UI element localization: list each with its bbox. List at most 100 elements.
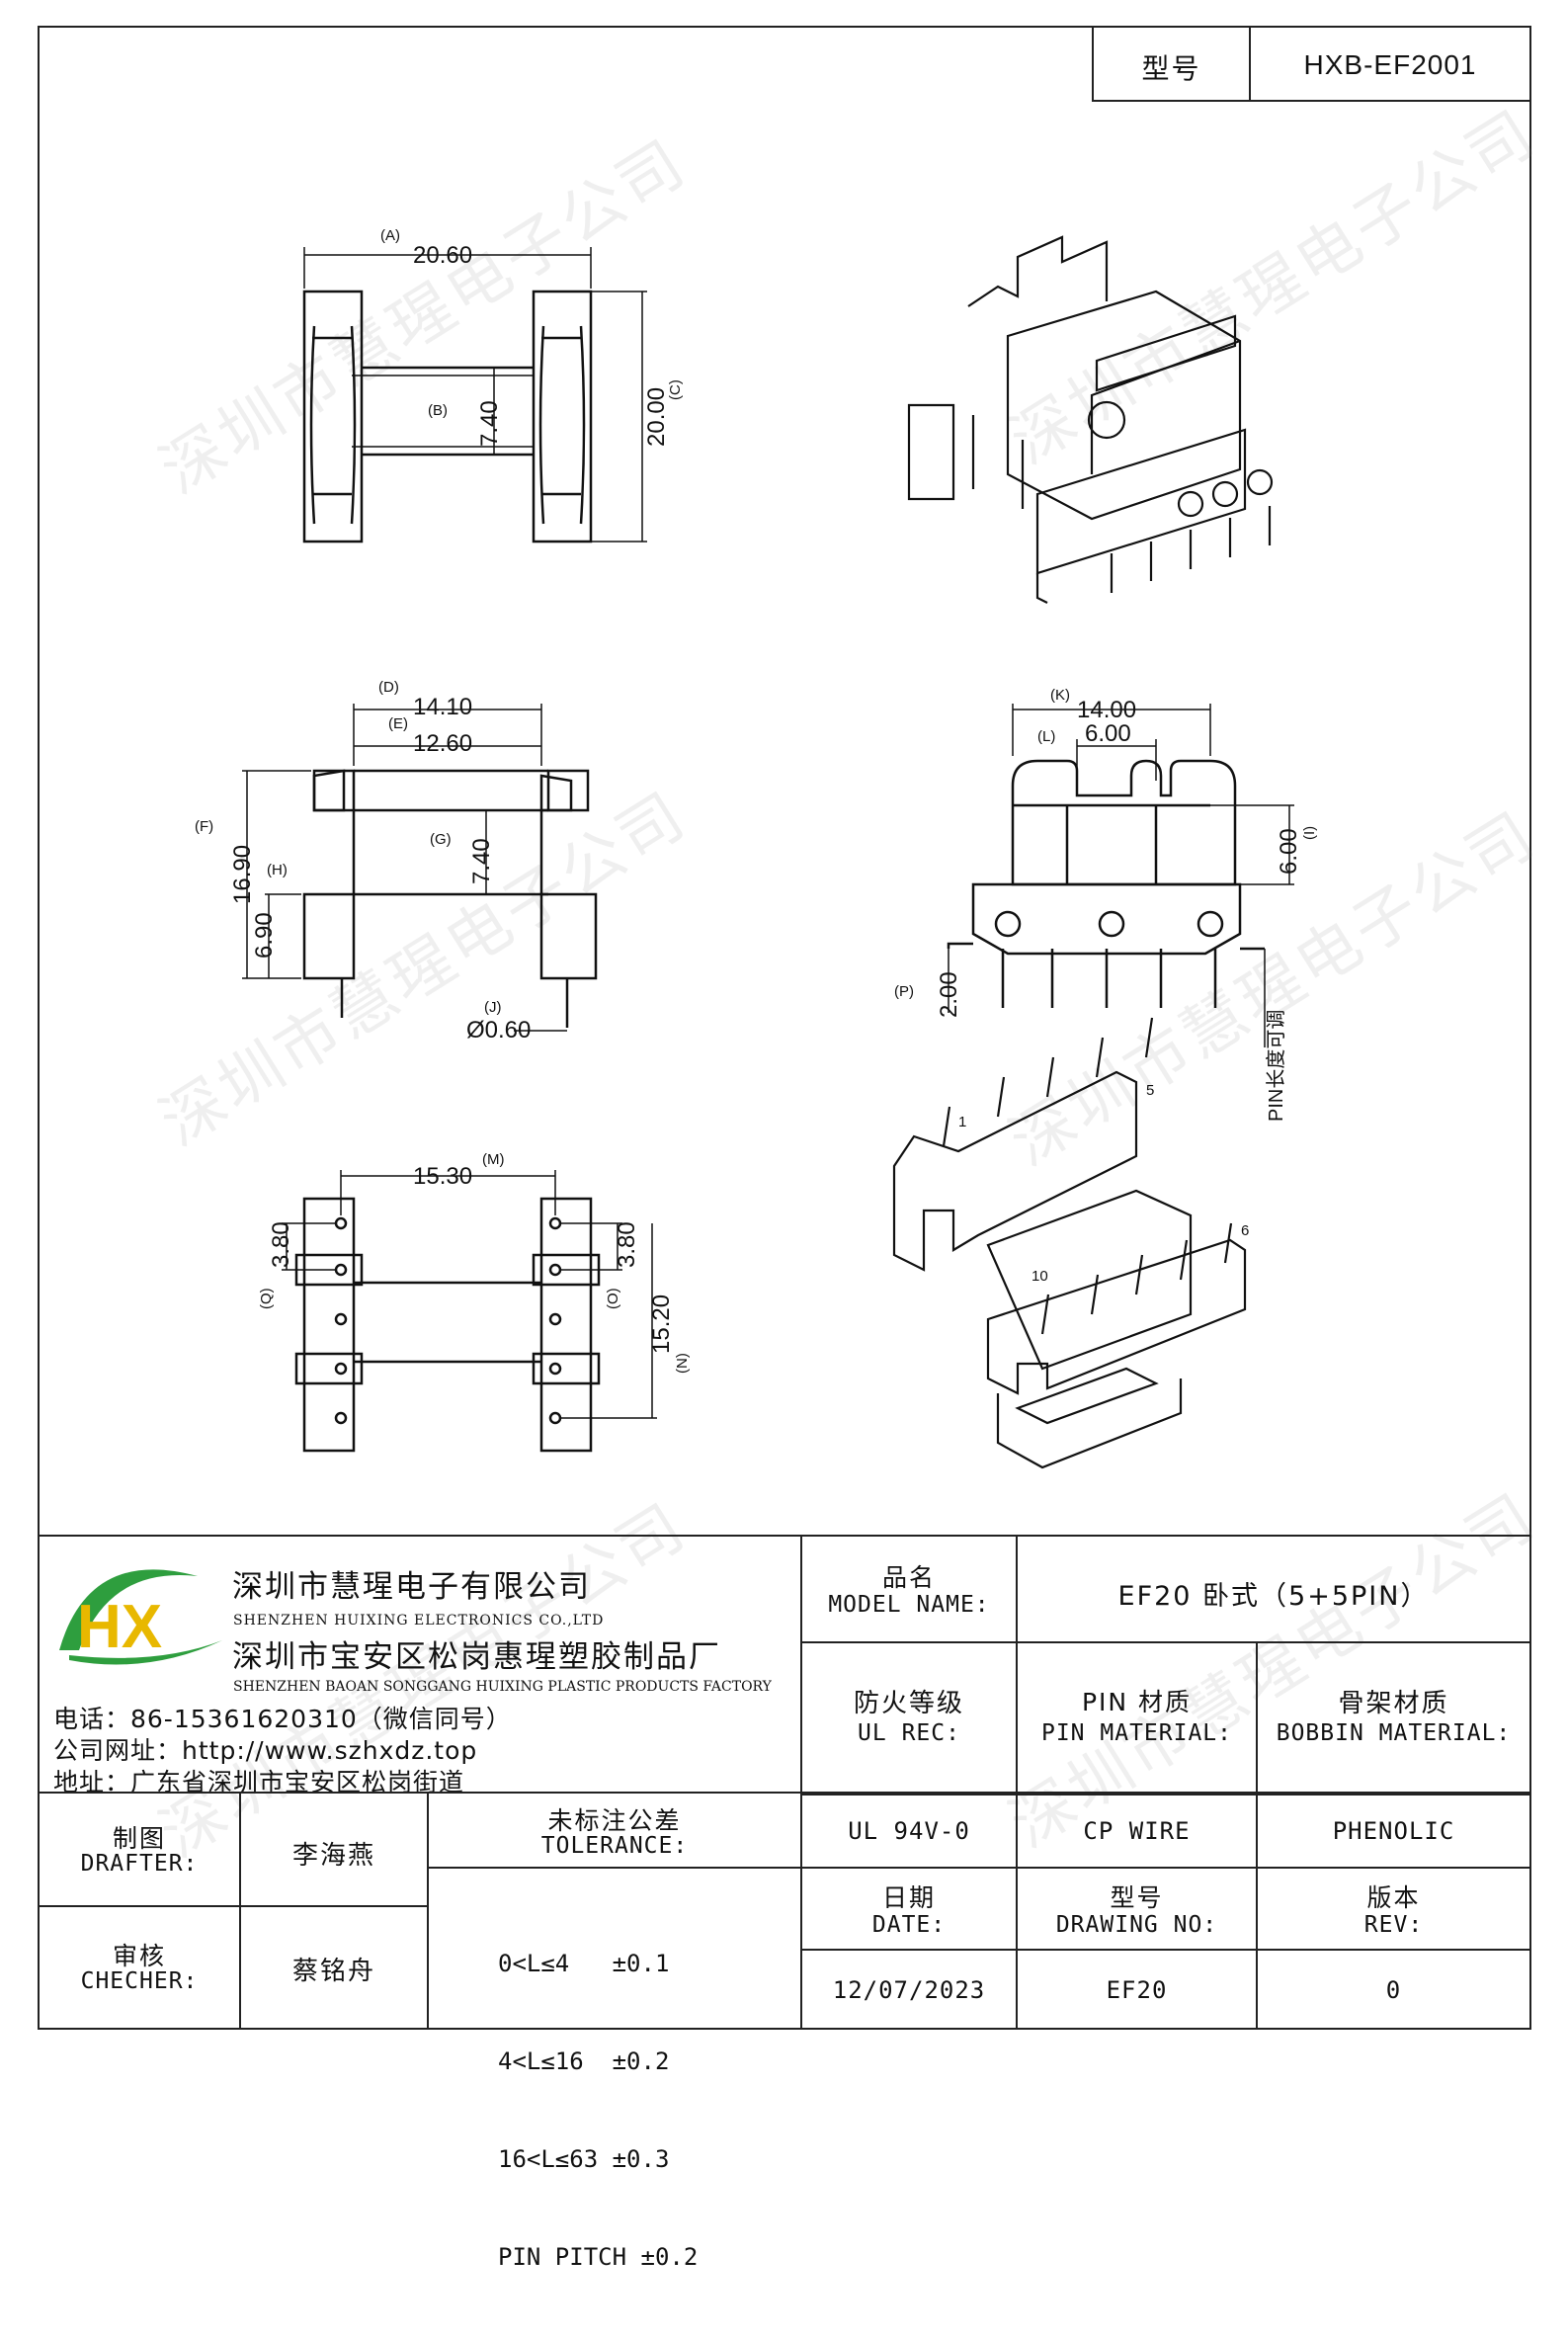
company-website: 公司网址：http://www.szhxdz.top [53,1736,478,1765]
pin-length-note: PIN长度可调 [1265,1010,1287,1122]
dim-n-value: 15.20 [648,1295,675,1354]
rev-en: REV: [1363,1912,1424,1938]
model-value-cell: HXB-EF2001 [1249,26,1531,102]
tolerance-line: 4<L≤16 ±0.2 [498,2047,670,2075]
logo-text: HX [77,1593,162,1661]
dim-m-label: (M) [482,1151,505,1168]
dim-q-value: 3.80 [268,1221,294,1268]
rev-value: 0 [1385,1976,1402,2004]
dim-g-value: 7.40 [468,838,495,884]
top-view [302,247,647,543]
company-name-cn: 深圳市慧瑆电子有限公司 [232,1569,591,1605]
rev-label-cell: 版本 REV: [1256,1867,1531,1951]
tolerance-cn: 未标注公差 [547,1806,682,1835]
dim-j-value: Ø0.60 [466,1017,531,1044]
dim-i-label: (I) [1301,826,1318,840]
date-label-cell: 日期 DATE: [800,1867,1018,1951]
drafter-value: 李海燕 [291,1841,375,1871]
factory-name-cn: 深圳市宝安区松岗惠瑆塑胶制品厂 [232,1639,721,1675]
checker-cn: 审核 [112,1942,166,1970]
iso-view-top [907,235,1274,604]
ul-label-cell: 防火等级 UL REC: [800,1641,1018,1796]
dim-n-label: (N) [674,1353,691,1374]
bobbin-material-label-cell: 骨架材质 BOBBIN MATERIAL: [1256,1641,1531,1796]
ul-value-cell: UL 94V-0 [800,1792,1018,1869]
dim-h-label: (H) [267,862,288,878]
dim-k-label: (K) [1050,687,1070,704]
company-phone: 电话：86-15361620310（微信同号） [53,1705,512,1733]
pin-1-label: 1 [958,1114,966,1130]
pin-material-cn: PIN 材质 [1081,1688,1193,1716]
pin-material-value: CP WIRE [1083,1817,1191,1845]
dim-j-label: (J) [484,999,502,1016]
tolerance-line: 16<L≤63 ±0.3 [498,2145,670,2173]
pin-material-label-cell: PIN 材质 PIN MATERIAL: [1016,1641,1258,1796]
dim-i-value: 6.00 [1276,828,1302,875]
company-logo: HX [59,1569,222,1665]
dim-m-value: 15.30 [413,1163,472,1190]
dim-f-label: (F) [195,818,213,835]
company-name-en: SHENZHEN HUIXING ELECTRONICS CO.,LTD [233,1613,605,1629]
drawing-no-cn: 型号 [1110,1883,1164,1912]
tolerance-en: TOLERANCE: [540,1833,689,1859]
rev-cn: 版本 [1366,1883,1421,1912]
tolerance-list: 0<L≤4 ±0.1 4<L≤16 ±0.2 16<L≤63 ±0.3 PIN … [498,1882,698,2339]
dim-e-value: 12.60 [413,730,472,757]
company-block: HX 深圳市慧瑆电子有限公司 SHENZHEN HUIXING ELECTRON… [38,1535,802,1796]
model-name-value-cell: EF20 卧式（5+5PIN） [1016,1535,1531,1643]
drafter-en: DRAFTER: [80,1851,199,1877]
model-name-cn: 品名 [881,1563,936,1592]
pin-material-value-cell: CP WIRE [1016,1792,1258,1869]
technical-drawing: (A) 20.60 (B) 7.40 20.00 (C) [195,227,1318,1469]
ul-cn: 防火等级 [853,1689,964,1718]
dim-q-label: (Q) [258,1288,275,1309]
side-view [947,704,1294,1047]
front-view [242,704,598,1032]
model-value: HXB-EF2001 [1303,49,1477,80]
checker-en: CHECHER: [80,1968,199,1994]
dim-k-value: 14.00 [1077,697,1136,723]
tolerance-line: 0<L≤4 ±0.1 [498,1950,670,1977]
bottom-view [282,1170,657,1453]
date-cn: 日期 [881,1883,936,1912]
dim-b-value: 7.40 [476,400,503,447]
model-name-en: MODEL NAME: [828,1592,990,1618]
pin-6-label: 6 [1241,1222,1249,1239]
dim-d-label: (D) [378,679,399,696]
drawing-no-value: EF20 [1106,1976,1168,2004]
dim-p-value: 2.00 [936,971,962,1018]
dim-a-value: 20.60 [413,242,472,269]
bobbin-material-cn: 骨架材质 [1338,1689,1449,1718]
pin-material-en: PIN MATERIAL: [1040,1720,1232,1746]
dim-e-label: (E) [388,715,408,732]
date-value: 12/07/2023 [832,1976,986,2004]
dim-f-value: 16.90 [229,845,256,904]
tolerance-label-cell: 未标注公差 TOLERANCE: [427,1792,802,1869]
rev-value-cell: 0 [1256,1949,1531,2030]
dim-b-label: (B) [428,402,448,419]
ul-value: UL 94V-0 [848,1817,970,1845]
iso-view-bottom [892,1017,1247,1469]
checker-value: 蔡铭舟 [291,1957,375,1986]
model-name-label-cell: 品名 MODEL NAME: [800,1535,1018,1643]
tolerance-values-cell: 0<L≤4 ±0.1 4<L≤16 ±0.2 16<L≤63 ±0.3 PIN … [427,1867,802,2271]
dim-c-label: (C) [667,379,684,400]
pin-5-label: 5 [1146,1082,1154,1099]
date-en: DATE: [871,1912,947,1938]
bobbin-material-value-cell: PHENOLIC [1256,1792,1531,1869]
dim-c-value: 20.00 [643,387,670,447]
bobbin-material-value: PHENOLIC [1332,1817,1455,1845]
factory-name-en: SHENZHEN BAOAN SONGGANG HUIXING PLASTIC … [233,1679,772,1695]
drafter-value-cell: 李海燕 [239,1792,429,1907]
dim-d-value: 14.10 [413,694,472,720]
drawing-no-label-cell: 型号 DRAWING NO: [1016,1867,1258,1951]
drawing-no-en: DRAWING NO: [1055,1912,1218,1938]
drawing-no-value-cell: EF20 [1016,1949,1258,2030]
ul-en: UL REC: [858,1720,960,1746]
dim-o-label: (O) [605,1288,621,1309]
bobbin-material-en: BOBBIN MATERIAL: [1276,1720,1512,1746]
dim-h-value: 6.90 [251,912,278,959]
date-value-cell: 12/07/2023 [800,1949,1018,2030]
dim-l-value: 6.00 [1085,720,1131,747]
dim-p-label: (P) [894,983,914,1000]
